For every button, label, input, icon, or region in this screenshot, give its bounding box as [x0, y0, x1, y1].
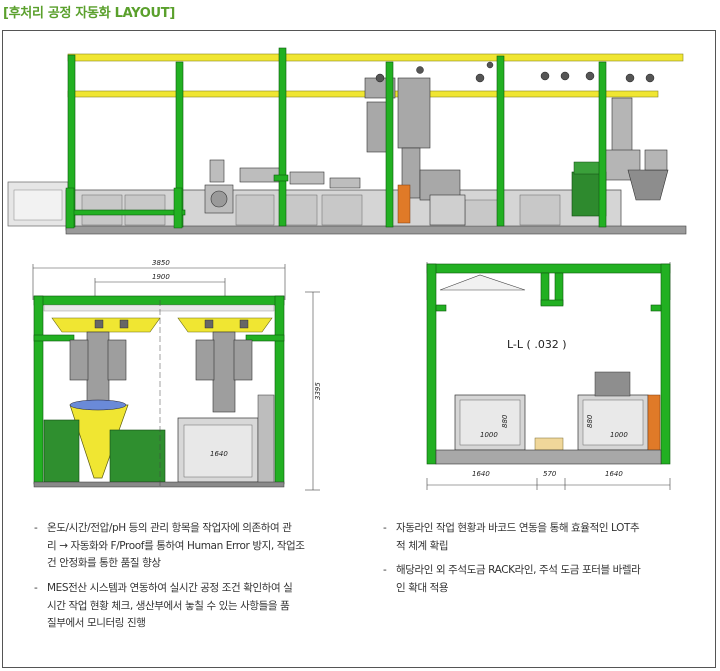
note-left-1: - 온도/시간/전압/pH 등의 관리 항목을 작업자에 의존하여 관 리 → …	[34, 520, 347, 573]
note-line: MES전산 시스템과 연동하여 실시간 공정 조건 확인하여 실	[47, 582, 293, 594]
dim-side-tank-left-h: 880	[501, 414, 509, 428]
note-line: 리 → 자동화와 F/Proof를 통하여 Human Error 방지, 작업…	[47, 539, 305, 552]
content-frame	[2, 30, 716, 668]
dim-front-height: 3395	[314, 382, 322, 400]
note-line: 인 확대 적용	[396, 581, 449, 594]
note-right-2: - 해당라인 외 주석도금 RACK라인, 주석 도금 포터블 바렐라 인 확대…	[383, 562, 696, 597]
note-line: 시간 작업 현황 체크, 생산부에서 놓칠 수 있는 사항들을 품	[47, 599, 290, 612]
dim-side-tank-left-w: 1000	[480, 431, 498, 439]
line-overview	[7, 47, 687, 235]
dim-side-tank-right-w: 1000	[610, 431, 628, 439]
dim-side-bottom-mid: 570	[543, 470, 557, 478]
note-line: 질부에서 모니터링 진행	[47, 617, 146, 629]
dim-front-tank: 1640	[210, 450, 228, 458]
dim-side-tank-right-h: 880	[586, 414, 594, 428]
note-line: 건 안정화를 통한 품질 향상	[47, 557, 161, 569]
note-line: 해당라인 외 주석도금 RACK라인, 주석 도금 포터블 바렐라	[396, 564, 641, 576]
note-left-2: - MES전산 시스템과 연동하여 실시간 공정 조건 확인하여 실 시간 작업…	[34, 580, 347, 633]
dim-front-width-total: 3850	[152, 259, 170, 267]
front-view: 3850 1900 3395	[32, 259, 322, 491]
side-section-label: L-L ( .032 )	[507, 338, 567, 351]
dim-side-bottom-right: 1640	[605, 470, 623, 478]
page-title: [후처리 공정 자동화 LAYOUT]	[3, 6, 175, 21]
dim-front-width-inner: 1900	[152, 273, 170, 281]
note-line: 온도/시간/전압/pH 등의 관리 항목을 작업자에 의존하여 관	[47, 522, 292, 534]
note-right-1: - 자동라인 작업 현황과 바코드 연동을 통해 효율적인 LOT추 적 체계 …	[383, 520, 696, 555]
side-view: L-L ( .032 ) 1000 880 1000 880 1640 570 …	[426, 262, 671, 490]
dim-side-bottom-left: 1640	[472, 470, 490, 478]
note-line: 자동라인 작업 현황과 바코드 연동을 통해 효율적인 LOT추	[396, 522, 640, 534]
note-line: 적 체계 확립	[396, 539, 449, 552]
